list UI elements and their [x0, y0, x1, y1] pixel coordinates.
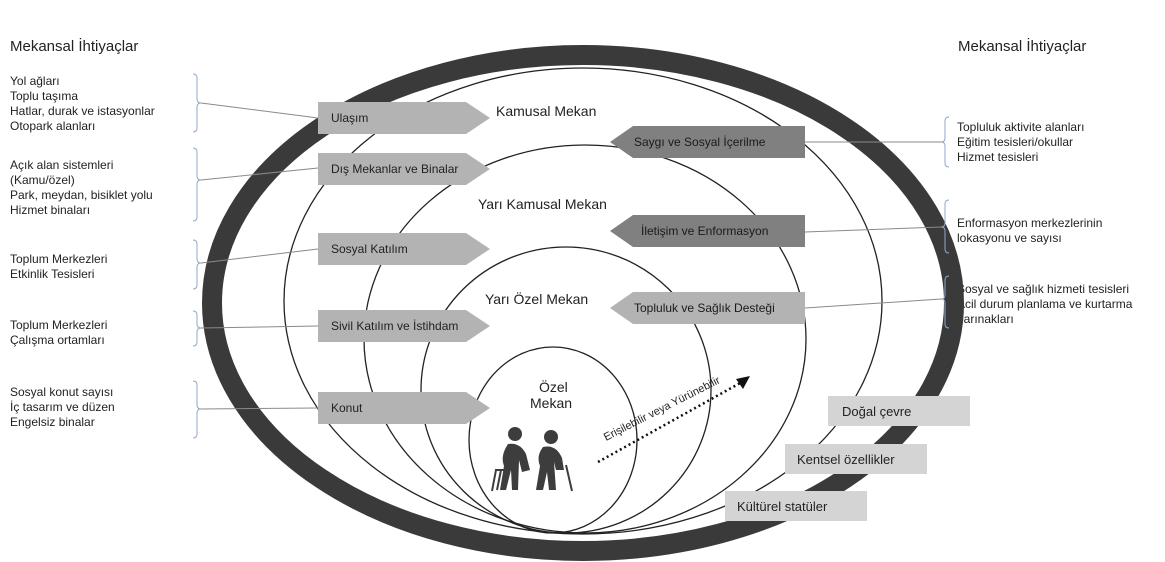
list-item: Toplu taşıma [10, 89, 79, 103]
bracket [192, 310, 202, 347]
arrow-shape-civic [318, 310, 490, 342]
left-brackets [192, 73, 202, 439]
cultural-status-label: Kültürel statüler [737, 499, 828, 514]
right-arrows: Saygı ve Sosyal İçerilme İletişim ve Enf… [610, 126, 805, 324]
connector-line [200, 407, 319, 410]
list-item: Açık alan sistemleri [10, 158, 114, 172]
natural-environment-box [828, 396, 970, 426]
connector-line [200, 248, 319, 264]
list-item: Toplum Merkezleri [10, 318, 108, 332]
arrow-shape-transport [318, 102, 490, 134]
right-connectors [804, 141, 942, 309]
bracket [940, 116, 950, 168]
left-arrows: Ulaşım Dış Mekanlar ve Binalar Sosyal Ka… [318, 102, 490, 424]
left-connectors [200, 102, 319, 410]
bracket [192, 380, 202, 439]
list-item: Otopark alanları [10, 119, 96, 133]
list-item: Enformasyon merkezlerinin [957, 216, 1103, 230]
left-list-social: Toplum Merkezleri Etkinlik Tesisleri [10, 252, 107, 282]
outer-ring [202, 45, 964, 561]
circle-private [468, 346, 638, 534]
arrow-label-health: Topluluk ve Sağlık Desteği [634, 301, 775, 315]
arrow-shape-respect [610, 126, 805, 158]
label-semi-public-space: Yarı Kamusal Mekan [478, 196, 607, 212]
list-item: Eğitim tesisleri/okullar [957, 135, 1074, 149]
left-list-housing: Sosyal konut sayısı İç tasarım ve düzen … [10, 385, 115, 430]
label-private-space-line2: Mekan [530, 395, 572, 411]
arrow-shape-housing [318, 392, 490, 424]
right-list-respect: Topluluk aktivite alanları Eğitim tesisl… [957, 120, 1084, 165]
dotted-arrow-line [597, 380, 743, 464]
elderly-people-icon [491, 427, 573, 492]
list-item: Sosyal konut sayısı [10, 385, 114, 399]
list-item: Park, meydan, bisiklet yolu [10, 188, 153, 202]
bracket [192, 147, 202, 222]
bracket [192, 239, 202, 290]
list-item: Yol ağları [10, 74, 60, 88]
arrow-shape-social [318, 233, 490, 265]
label-private-space-line1: Özel [539, 378, 568, 395]
list-item: Hatlar, durak ve istasyonlar [10, 104, 155, 118]
list-item: (Kamu/özel) [10, 173, 75, 187]
left-list-transport: Yol ağları Toplu taşıma Hatlar, durak ve… [10, 74, 155, 134]
cultural-status-box [725, 491, 867, 521]
arrow-label-communication: İletişim ve Enformasyon [641, 224, 768, 238]
connector-line [804, 298, 942, 309]
left-title: Mekansal İhtiyaçlar [10, 38, 139, 55]
right-list-health: Sosyal ve sağlık hizmeti tesisleri Acil … [957, 282, 1132, 327]
left-list-outdoor: Açık alan sistemleri (Kamu/özel) Park, m… [10, 158, 153, 218]
arrow-label-transport: Ulaşım [331, 111, 368, 125]
left-list-civic: Toplum Merkezleri Çalışma ortamları [10, 318, 107, 348]
arrow-shape-health [610, 292, 805, 324]
urban-features-box [785, 444, 927, 474]
connector-line [200, 325, 319, 329]
list-item: İç tasarım ve düzen [10, 400, 115, 414]
arrow-head [736, 376, 750, 389]
arrow-label-social: Sosyal Katılım [331, 242, 408, 256]
accessibility-arrow: Erişilebilir veya Yürünebilir [597, 374, 750, 464]
list-item: barınakları [957, 312, 1014, 326]
list-item: Etkinlik Tesisleri [10, 267, 95, 281]
list-item: lokasyonu ve sayısı [957, 231, 1062, 245]
connector-line [200, 102, 319, 119]
list-item: Toplum Merkezleri [10, 252, 108, 266]
circle-semi-private [420, 246, 712, 534]
connector-line [200, 167, 319, 181]
list-item: Topluluk aktivite alanları [957, 120, 1085, 134]
arrow-label-civic: Sivil Katılım ve İstihdam [331, 319, 458, 333]
bottom-labels: Doğal çevre Kentsel özellikler Kültürel … [725, 396, 970, 521]
list-item: Hizmet binaları [10, 203, 91, 217]
circle-public [283, 67, 883, 535]
urban-features-label: Kentsel özellikler [797, 452, 895, 467]
list-item: Çalışma ortamları [10, 333, 105, 347]
list-item: Engelsiz binalar [10, 415, 95, 429]
arrow-shape-outdoor [318, 153, 490, 185]
label-public-space: Kamusal Mekan [496, 103, 596, 119]
arrow-label-housing: Konut [331, 401, 363, 415]
natural-environment-label: Doğal çevre [842, 404, 911, 419]
arrow-shape-communication [610, 215, 805, 247]
list-item: Sosyal ve sağlık hizmeti tesisleri [957, 282, 1130, 296]
arrow-label-outdoor: Dış Mekanlar ve Binalar [331, 162, 458, 176]
right-title: Mekansal İhtiyaçlar [958, 38, 1087, 55]
list-item: Acil durum planlama ve kurtarma [957, 297, 1133, 311]
arrow-label-respect: Saygı ve Sosyal İçerilme [634, 135, 766, 149]
right-list-communication: Enformasyon merkezlerinin lokasyonu ve s… [957, 216, 1102, 246]
connector-line [804, 226, 942, 233]
bracket [192, 73, 202, 133]
label-semi-private-space: Yarı Özel Mekan [485, 290, 588, 307]
list-item: Hizmet tesisleri [957, 150, 1039, 164]
